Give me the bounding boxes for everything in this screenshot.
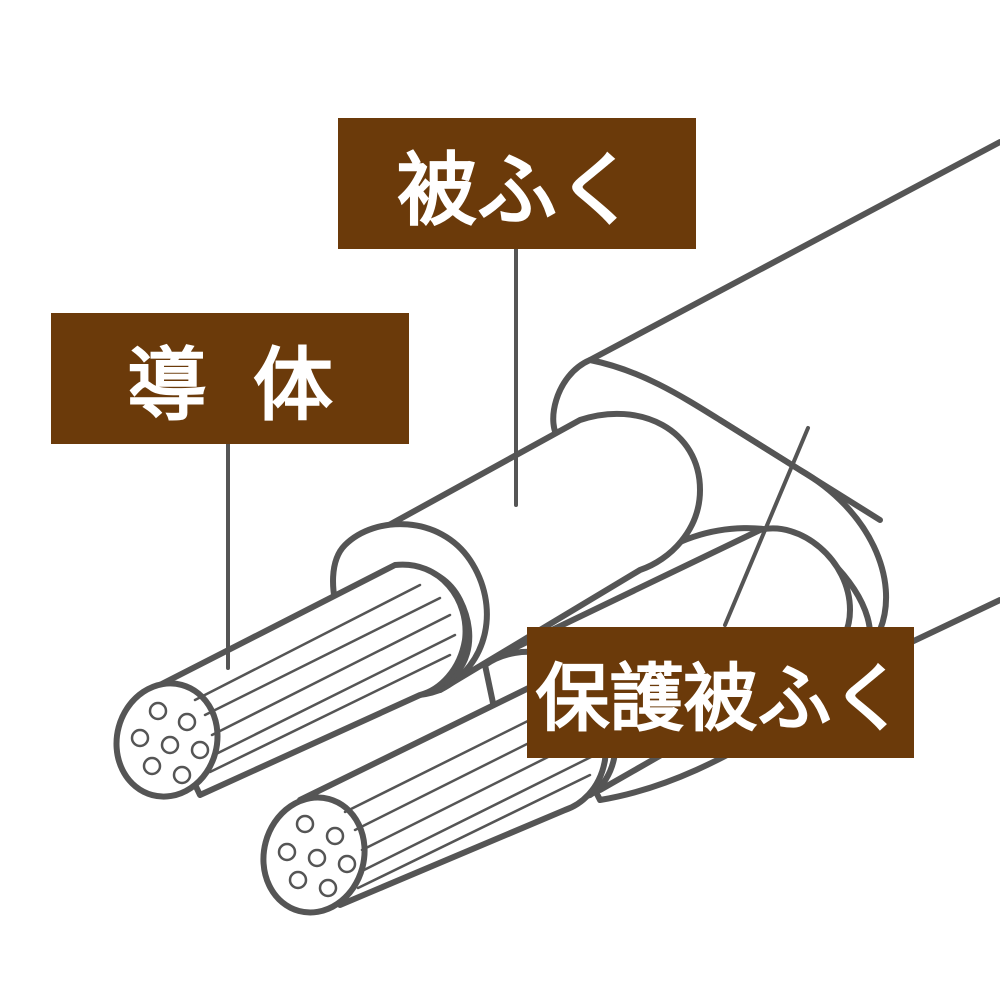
leader-line-protective: [723, 426, 810, 627]
label-sheath: 被ふく: [338, 118, 696, 249]
leader-lines: [226, 247, 810, 670]
label-protective-sheath: 保護被ふく: [527, 627, 914, 758]
upper-conductor: [113, 561, 469, 800]
label-conductor: 導体: [51, 313, 409, 444]
